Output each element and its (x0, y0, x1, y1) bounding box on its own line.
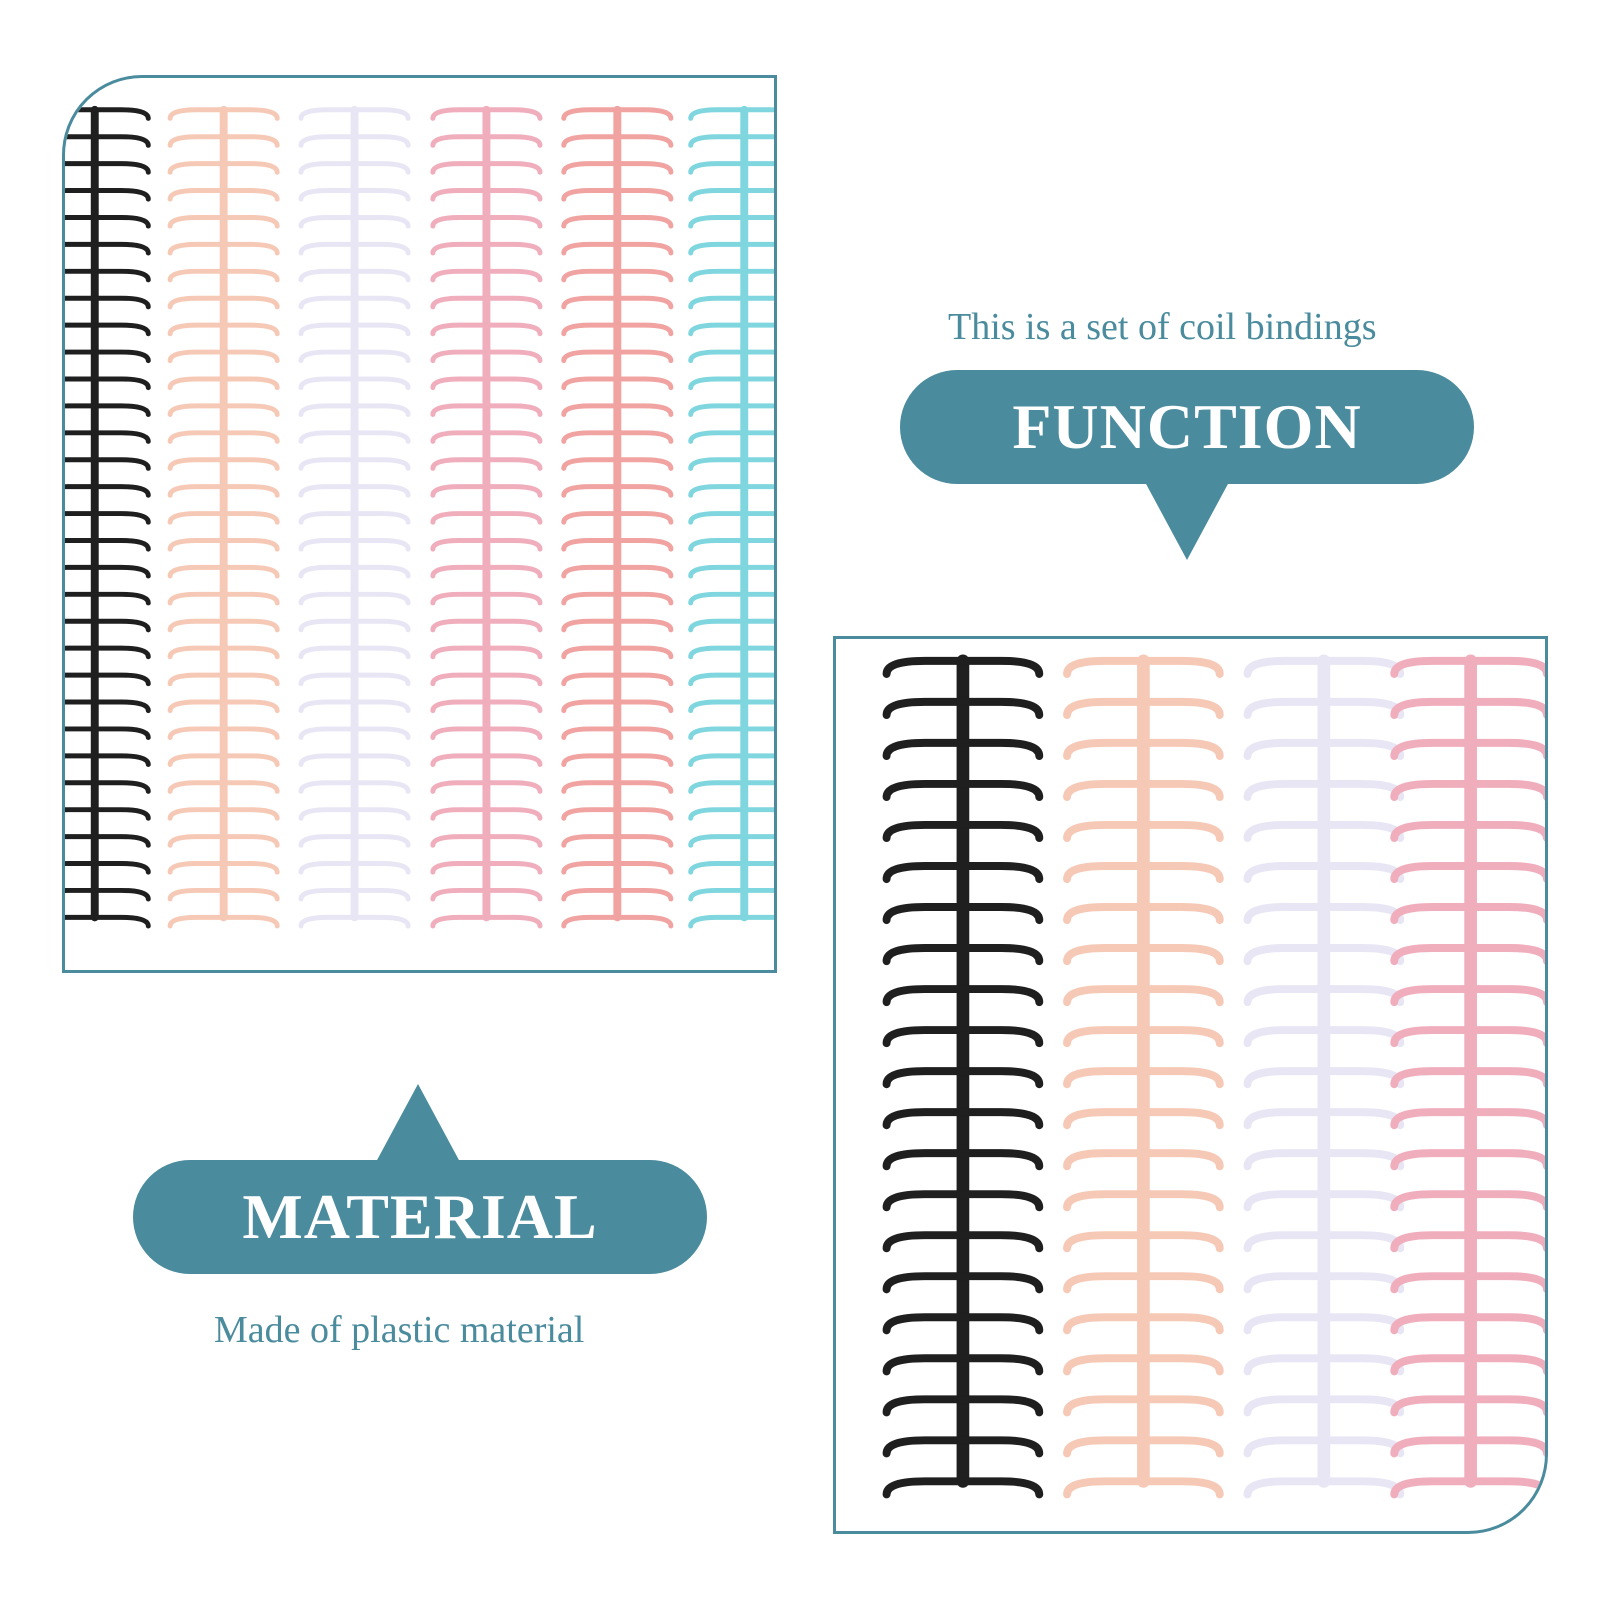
function-heading-badge: FUNCTION (900, 370, 1474, 484)
coil-binding-black (65, 105, 151, 929)
material-heading-badge: MATERIAL (133, 1160, 707, 1274)
coil-binding-white (1243, 654, 1405, 1499)
coil-binding-black (882, 654, 1044, 1499)
coil-binding-pink (1390, 654, 1545, 1499)
material-heading: MATERIAL (242, 1181, 598, 1252)
coil-set-illustration (65, 105, 774, 929)
coil-closeup-illustration (882, 654, 1545, 1499)
coil-photo-bottom (833, 636, 1548, 1534)
coil-binding-white (298, 105, 411, 929)
coil-binding-peach (1063, 654, 1224, 1499)
coil-binding-pink (430, 105, 543, 929)
function-heading: FUNCTION (1012, 391, 1362, 462)
material-caption: Made of plastic material (214, 1309, 585, 1351)
coil-binding-cyan (688, 105, 774, 929)
function-caption: This is a set of coil bindings (948, 306, 1377, 348)
coil-binding-salmon (561, 105, 674, 929)
function-pointer-arrow (1145, 482, 1229, 560)
coil-binding-peach (167, 105, 280, 929)
material-pointer-arrow (376, 1084, 460, 1162)
coil-photo-top (62, 75, 777, 973)
